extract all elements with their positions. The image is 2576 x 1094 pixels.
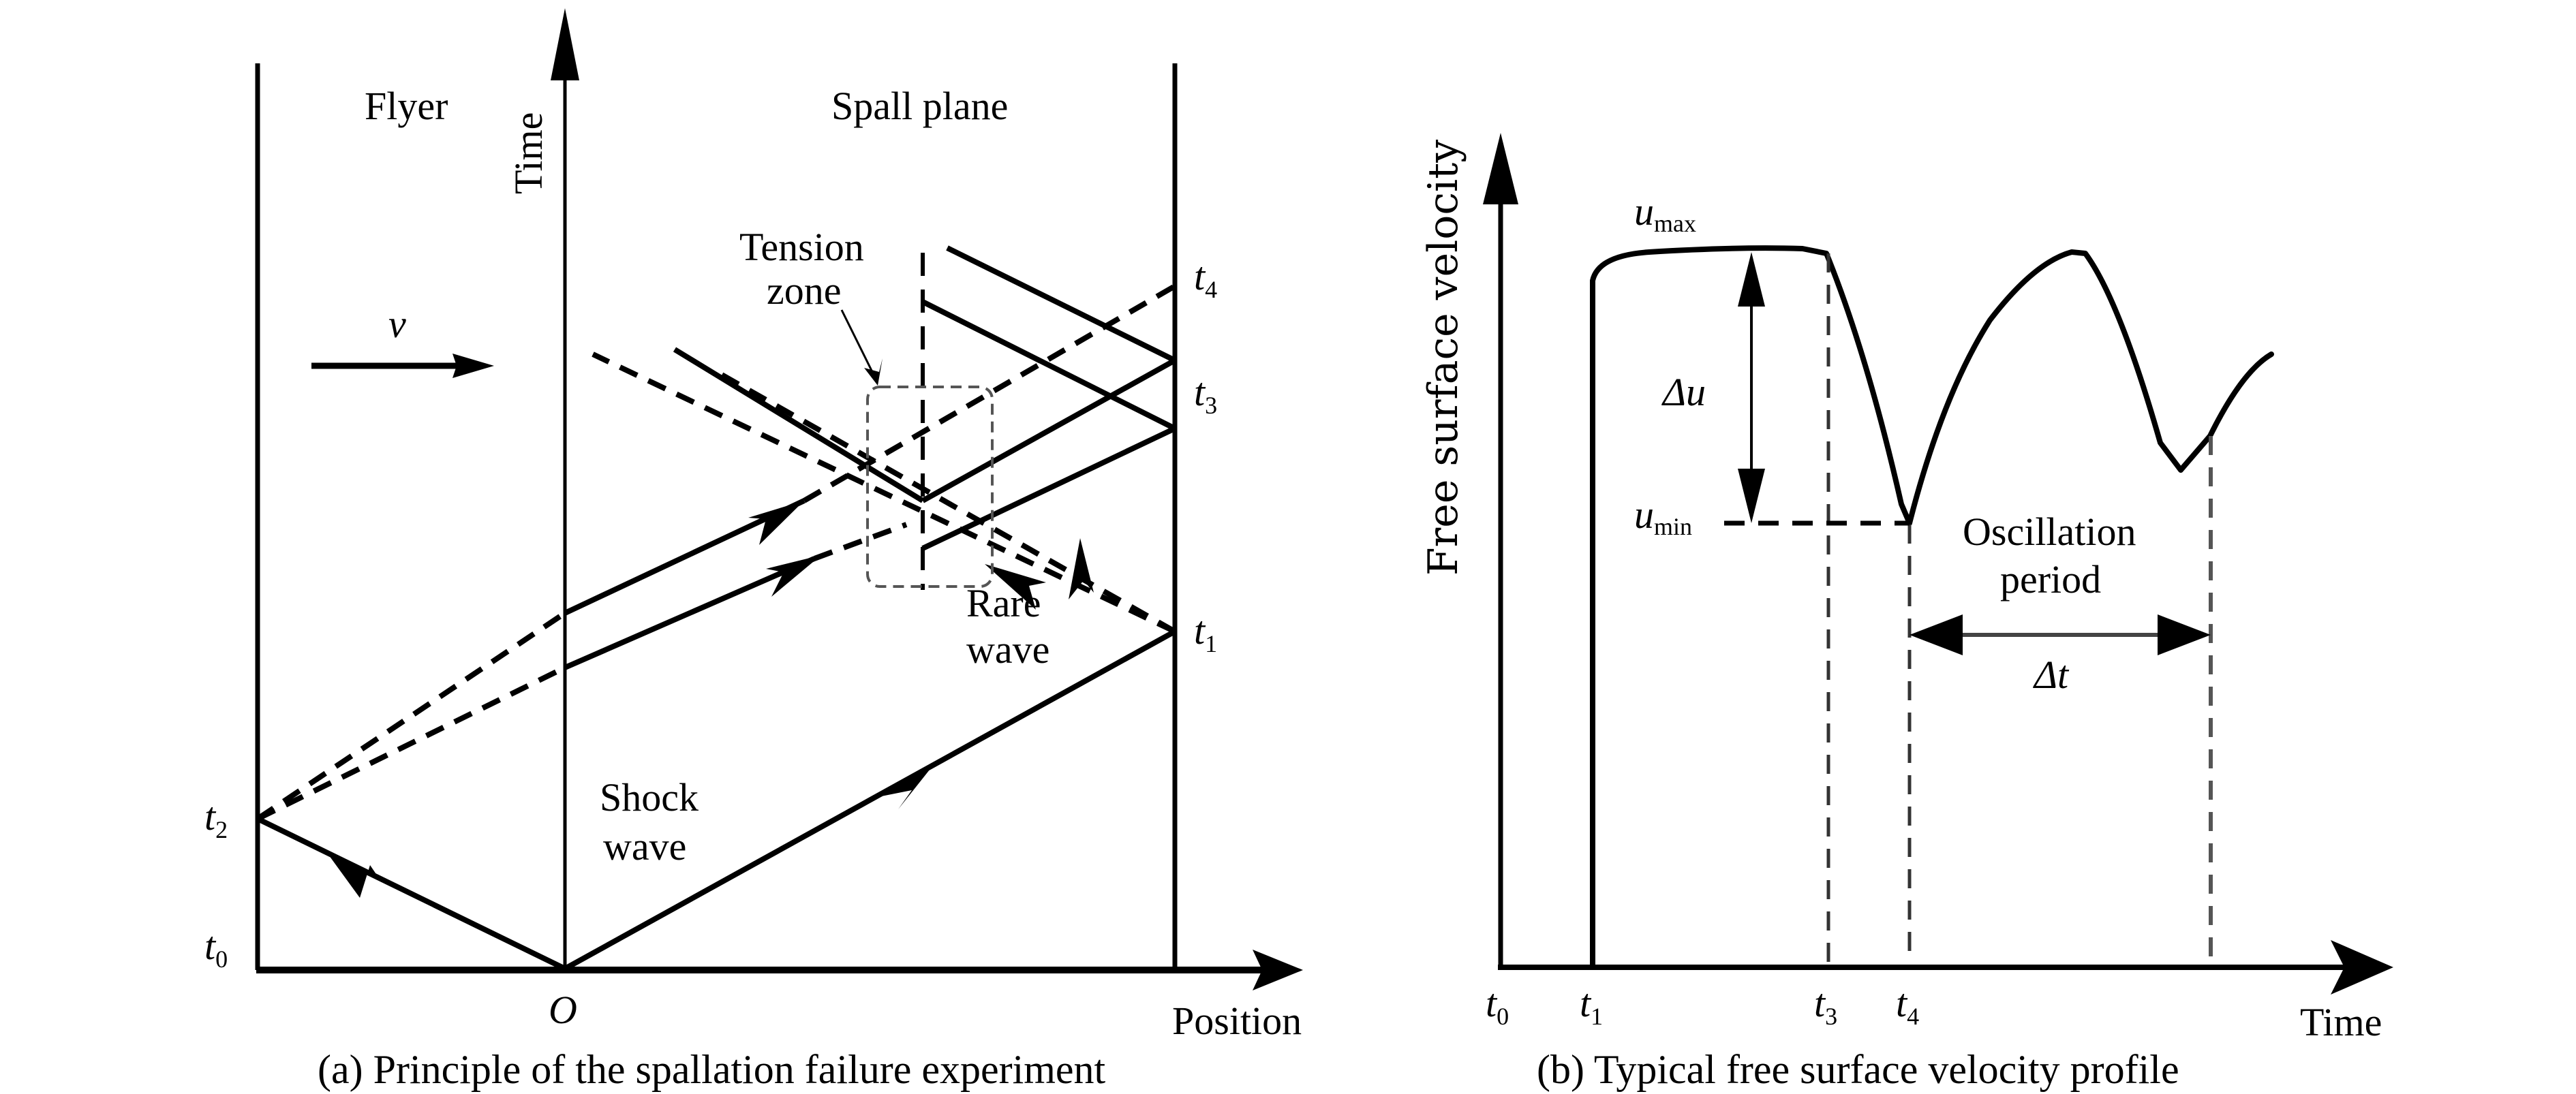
rarefaction-solid-lower <box>564 556 816 670</box>
velocity-arrow-icon <box>453 354 494 378</box>
reflected-rarefaction-t1-b <box>714 369 1176 634</box>
delta-u-label: Δu <box>1661 370 1706 414</box>
oscillation-period-label-line2: period <box>2000 557 2101 601</box>
wave-solid-d <box>946 245 1176 363</box>
shock-wave-label-line2: wave <box>603 824 686 869</box>
panel-b: Free surface velocity Time umax umin Δu … <box>1420 133 2393 1092</box>
delta-t-label: Δt <box>2033 653 2070 697</box>
rarefaction-arrow-lower-icon <box>766 555 821 597</box>
origin-label: O <box>549 988 577 1032</box>
rare-wave-label-line2: wave <box>966 627 1049 672</box>
wave-solid-c <box>921 299 1176 431</box>
velocity-axis-arrow-icon <box>1483 133 1518 204</box>
tension-zone-box <box>866 386 994 588</box>
tension-zone-label-line1: Tension <box>739 225 864 269</box>
tension-zone-pointer <box>840 309 875 375</box>
shock-arrow-target-icon <box>878 763 935 809</box>
time-tick-t4: t4 <box>1896 981 1919 1030</box>
time-tick-t1: t1 <box>1580 981 1603 1030</box>
time-mark-t4: t4 <box>1194 254 1217 303</box>
position-axis-arrow-icon <box>1253 950 1303 990</box>
rarefaction-from-t2-upper <box>256 610 567 822</box>
time-mark-t3: t3 <box>1194 370 1217 419</box>
time-mark-t2: t2 <box>204 794 228 843</box>
rare-wave-label-line1: Rare <box>966 581 1041 625</box>
panel-a: Flyer Spall plane Time v Tension zone Ra… <box>204 8 1303 1092</box>
panel-a-caption: (a) Principle of the spallation failure … <box>318 1047 1106 1092</box>
wave-solid-b <box>921 358 1176 503</box>
spall-plane-label: Spall plane <box>831 84 1008 128</box>
oscillation-period-label-line1: Oscillation <box>1963 510 2136 554</box>
shock-arrow-flyer-icon <box>327 853 382 898</box>
time-mark-t1: t1 <box>1194 608 1217 657</box>
time-axis-b-label: Time <box>2300 1000 2382 1044</box>
velocity-axis-label: Free surface velocity <box>1420 140 1467 576</box>
time-axis-label: Time <box>506 112 551 194</box>
delta-t-arrow-right-icon <box>2158 614 2211 655</box>
position-axis-label: Position <box>1172 999 1302 1043</box>
tension-zone-label-line2: zone <box>767 268 842 313</box>
rarefaction-arrow-upper-icon <box>748 501 804 545</box>
delta-t-arrow-left-icon <box>1910 614 1963 655</box>
time-mark-t0: t0 <box>204 924 228 973</box>
flyer-label: Flyer <box>365 84 448 128</box>
u-min-label: umin <box>1634 493 1692 540</box>
velocity-profile-curve <box>1590 245 2274 970</box>
time-axis-arrow-icon <box>551 8 579 80</box>
rarefaction-from-t2-lower <box>256 665 566 822</box>
wave-solid-a <box>673 347 925 503</box>
time-tick-t3: t3 <box>1814 981 1837 1030</box>
rarefaction-dashed-lower <box>813 522 908 561</box>
rare-arrow-b-icon <box>1069 538 1094 599</box>
delta-u-arrow-top-icon <box>1738 252 1765 307</box>
time-axis-b-arrow-icon <box>2331 940 2393 995</box>
shock-wave-label-line1: Shock <box>600 775 699 819</box>
time-tick-t0: t0 <box>1486 981 1509 1030</box>
shock-wave-into-flyer <box>256 816 566 971</box>
rarefaction-solid-upper <box>564 498 806 616</box>
panel-b-caption: (b) Typical free surface velocity profil… <box>1537 1047 2179 1092</box>
velocity-label: v <box>388 302 406 346</box>
tension-zone-pointer-arrow-icon <box>864 358 883 386</box>
shock-wave-into-target <box>564 629 1176 971</box>
rare-arrow-a-icon <box>985 564 1046 610</box>
delta-u-arrow-bottom-icon <box>1738 469 1765 523</box>
reflected-rarefaction-t1-a <box>592 351 1176 634</box>
u-max-label: umax <box>1634 189 1696 237</box>
wave-solid-e <box>921 426 1176 551</box>
